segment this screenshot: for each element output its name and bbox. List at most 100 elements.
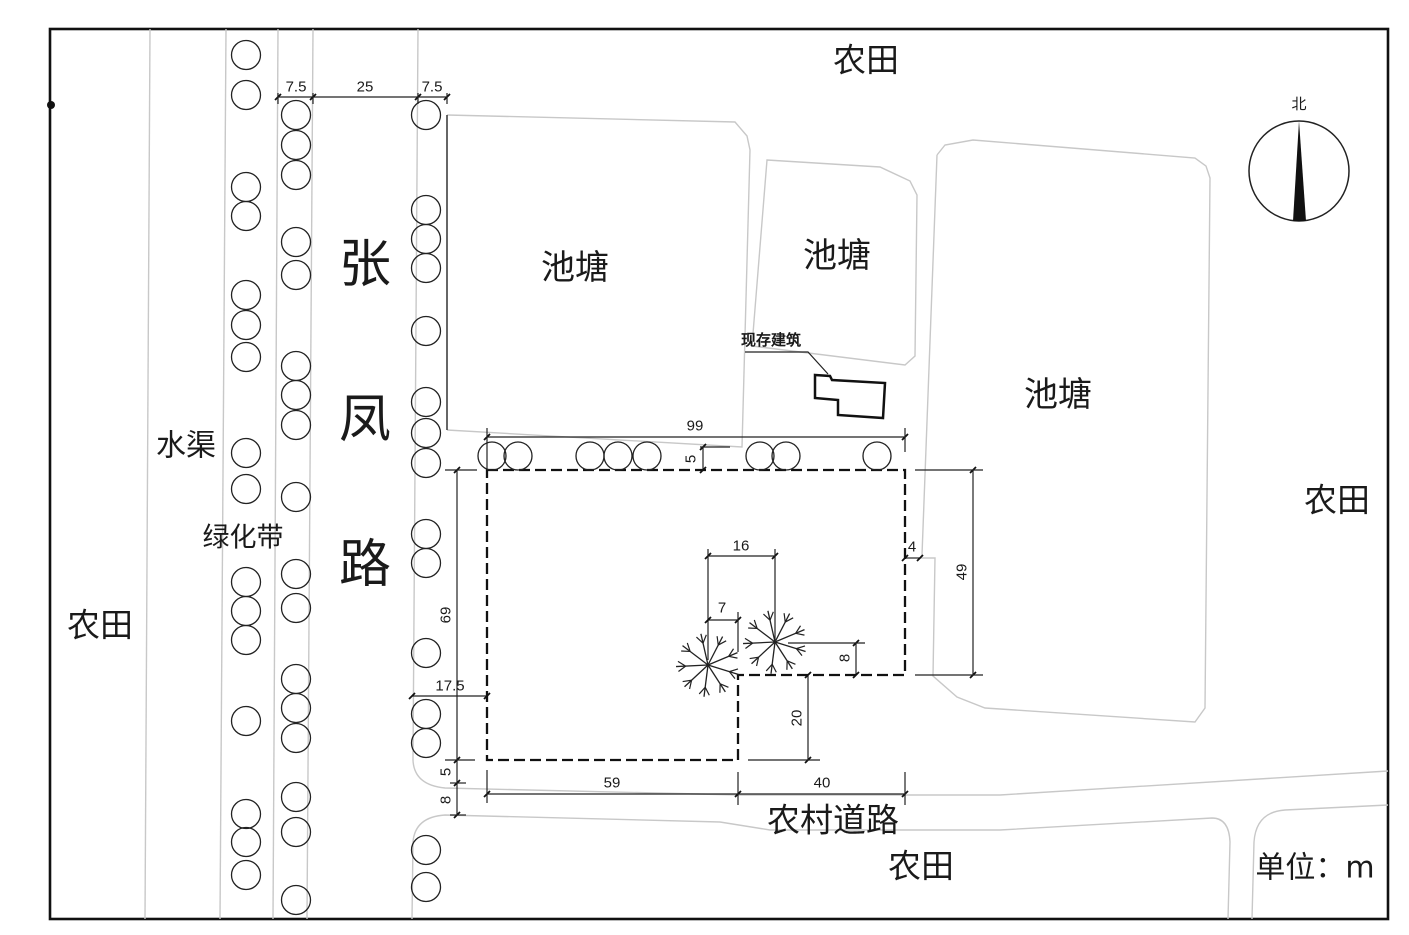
tree-circle-icon	[280, 663, 312, 695]
tree-circle-icon	[230, 279, 262, 311]
dimension-tick	[916, 554, 924, 562]
tree-twig	[688, 680, 693, 690]
dimension-tick	[699, 466, 707, 474]
pond-3-label: 池塘	[1024, 375, 1092, 415]
tree-circle-icon	[410, 99, 442, 131]
tree-circle-icon	[410, 315, 442, 347]
tree-circle-icon	[280, 226, 312, 258]
tree-twig	[682, 679, 692, 683]
tree-branch	[774, 641, 793, 670]
tree-branch	[774, 641, 806, 653]
dim-site-south-west-length: 59	[604, 775, 621, 792]
farmland-south-label: 农田	[888, 847, 954, 886]
tree-circle-icon	[410, 417, 442, 449]
dimension-tick	[483, 692, 491, 700]
tree-circle-icon	[410, 871, 442, 903]
tree-circle-icon	[230, 798, 262, 830]
tree-circle-icon	[230, 39, 262, 71]
street-trees	[230, 39, 892, 916]
tree-twig	[795, 625, 802, 634]
tree-circle-icon	[230, 826, 262, 858]
tree-twig	[686, 642, 691, 652]
tree-twig	[755, 657, 760, 667]
tree-circle-icon	[410, 447, 442, 479]
tree-twig	[677, 660, 686, 667]
tree-circle-icon	[410, 386, 442, 418]
tree-twig	[729, 668, 739, 673]
tree-circle-icon	[745, 441, 775, 471]
tree-circle-icon	[230, 437, 262, 469]
tree-twig	[749, 656, 759, 660]
farmland-west-label: 农田	[67, 606, 133, 645]
tree-branch	[700, 633, 709, 666]
tree-branch	[707, 664, 726, 693]
dim-tree-spacing-b: 7	[718, 600, 726, 617]
dim-tree-spacing-a: 16	[733, 538, 750, 555]
tree-circle-icon	[280, 722, 312, 754]
tree-twig	[769, 611, 774, 621]
tree-circle-icon	[230, 309, 262, 341]
road-east-edge-and-rural-road-north	[412, 28, 1389, 796]
tree-branch	[770, 641, 776, 674]
tree-circle-icon	[410, 194, 442, 226]
tree-circle-icon	[280, 159, 312, 191]
green-belt-label: 绿化带	[203, 523, 284, 554]
pond-3-outline	[918, 139, 1211, 723]
tree-circle-icon	[230, 859, 262, 891]
tree-circle-icon	[280, 409, 312, 441]
tree-circle-icon	[410, 698, 442, 730]
tree-circle-icon	[280, 99, 312, 131]
tree-branch	[774, 613, 791, 643]
tree-branch	[749, 622, 776, 643]
side-road-edge	[1251, 804, 1389, 920]
tree-circle-icon	[410, 547, 442, 579]
tree-circle-icon	[603, 441, 633, 471]
tree-circle-icon	[230, 341, 262, 373]
tree-circle-icon	[280, 481, 312, 513]
dim-west-setback: 17.5	[435, 678, 464, 695]
tree-twig	[696, 636, 704, 644]
tree-branch	[751, 641, 776, 665]
tree-twig	[795, 632, 805, 636]
tree-branch	[707, 651, 738, 666]
tree-twig	[717, 640, 727, 646]
canal-east-edge	[219, 28, 227, 920]
tree-twig	[783, 613, 786, 623]
pond-2-outline	[751, 159, 918, 366]
tree-twig	[765, 663, 773, 672]
dim-east-green-width: 7.5	[422, 79, 443, 96]
tree-branch	[676, 664, 709, 668]
dimension-tick	[704, 616, 712, 624]
tree-circle-icon	[280, 781, 312, 813]
dim-notch-depth: 20	[789, 710, 806, 727]
building-leader-line	[745, 351, 829, 375]
dimension-lines	[274, 93, 983, 819]
tree-twig	[744, 637, 753, 644]
rural-road-south-edge	[411, 814, 1231, 920]
pond-1-outline	[446, 114, 751, 448]
tree-circle-icon	[230, 624, 262, 656]
tree-twig	[796, 645, 806, 650]
green-belt-west-edge	[272, 28, 279, 920]
dimension-tick	[804, 671, 812, 679]
farmland-east-label: 农田	[1304, 481, 1370, 520]
tree-circle-icon	[503, 441, 533, 471]
frame-marker	[47, 101, 55, 109]
tree-circle-icon	[230, 79, 262, 111]
dimension-tick	[408, 692, 416, 700]
north-arrow-needle-icon	[1293, 121, 1306, 221]
main-road-label-char-3: 路	[339, 535, 391, 595]
dim-road-width: 25	[357, 79, 374, 96]
tree-circle-icon	[771, 441, 801, 471]
unit-label: 单位：m	[1255, 851, 1374, 886]
tree-branch	[682, 645, 709, 666]
dim-site-north-length: 99	[687, 418, 704, 435]
tree-circle-icon	[410, 834, 442, 866]
tree-circle-icon	[410, 223, 442, 255]
tree-circle-icon	[230, 705, 262, 737]
farmland-north-label: 农田	[833, 41, 899, 80]
feature-tree-icon	[676, 633, 739, 697]
tree-circle-icon	[280, 259, 312, 291]
tree-circle-icon	[230, 566, 262, 598]
